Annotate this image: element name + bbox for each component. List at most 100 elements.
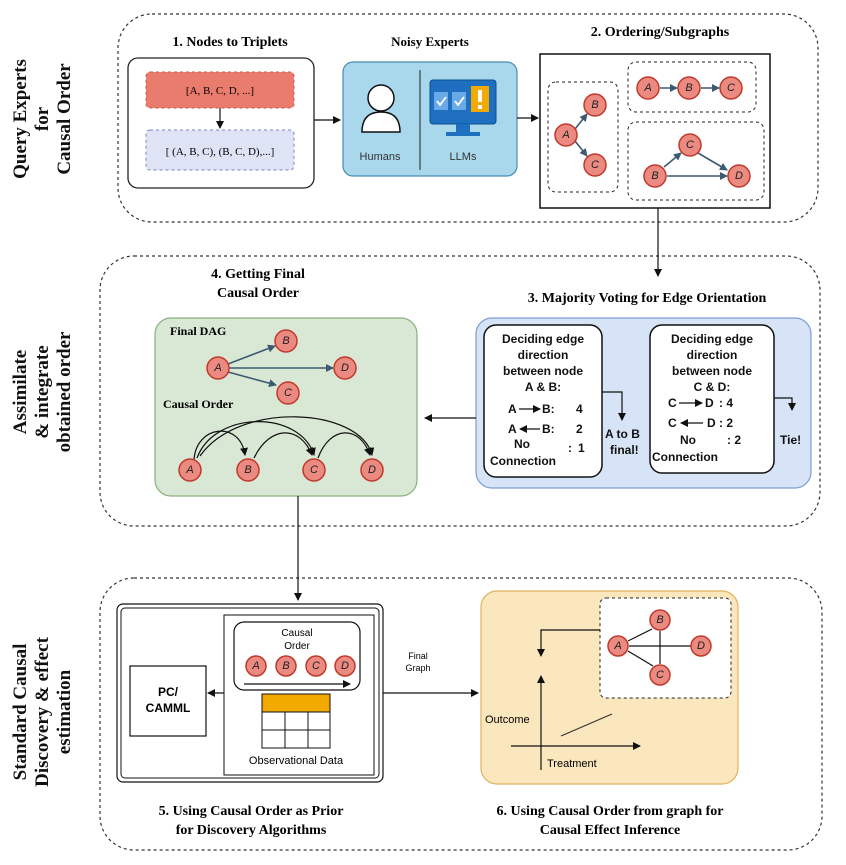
- svg-text:: 4: : 4: [719, 396, 733, 410]
- svg-text:No: No: [514, 437, 530, 451]
- section-label-assimilate: Assimilate & integrate obtained order: [10, 331, 75, 452]
- svg-text:A: A: [508, 402, 517, 416]
- svg-text:D: D: [341, 660, 349, 672]
- svg-text:C: C: [284, 387, 292, 399]
- svg-text:Deciding edge: Deciding edge: [502, 332, 584, 346]
- svg-text:D: D: [705, 396, 714, 410]
- llm-monitor-icon: [429, 79, 497, 136]
- svg-text:1: 1: [578, 441, 585, 455]
- svg-text:between node: between node: [672, 364, 752, 378]
- order-node-b: B: [236, 458, 260, 482]
- svg-text:B: B: [244, 464, 251, 476]
- svg-text:D: D: [707, 416, 716, 430]
- svg-text:4: 4: [576, 402, 583, 416]
- step1-title: 1. Nodes to Triplets: [172, 35, 288, 50]
- sg1-node-a: A: [554, 123, 578, 147]
- final-dag-label: Final DAG: [170, 324, 226, 338]
- step4-title-2: Causal Order: [217, 286, 299, 301]
- svg-text:estimation: estimation: [54, 669, 75, 754]
- svg-text:C: C: [686, 139, 694, 151]
- effect-node-d: D: [690, 635, 712, 657]
- svg-text:A: A: [251, 660, 259, 672]
- svg-text:C: C: [668, 396, 677, 410]
- svg-text:B: B: [651, 170, 658, 182]
- svg-text:Causal: Causal: [281, 628, 312, 639]
- section-label-standard: Standard Causal Discovery & effect estim…: [10, 636, 75, 786]
- step4-title-1: 4. Getting Final: [211, 267, 305, 282]
- svg-text:B: B: [282, 335, 289, 347]
- effect-node-c: C: [649, 664, 671, 686]
- svg-text:B: B: [282, 660, 289, 672]
- sg2-node-c: C: [719, 76, 743, 100]
- step5-caption-2: for Discovery Algorithms: [176, 823, 327, 838]
- svg-text:A to B: A to B: [605, 427, 640, 441]
- svg-text:C: C: [591, 159, 599, 171]
- prior-node-c: C: [305, 655, 327, 677]
- svg-text:Discovery & effect: Discovery & effect: [32, 636, 53, 786]
- svg-text:D: D: [735, 170, 743, 182]
- svg-text:direction: direction: [687, 348, 738, 362]
- algo-box: [129, 665, 207, 737]
- svg-text:C & D:: C & D:: [694, 380, 731, 394]
- svg-text:: 2: : 2: [719, 416, 733, 430]
- observational-data-table: [261, 693, 331, 749]
- svg-text:B: B: [685, 82, 692, 94]
- sg3-node-b: B: [643, 164, 667, 188]
- step6-caption-2: Causal Effect Inference: [540, 823, 681, 838]
- dag-node-b: B: [274, 329, 298, 353]
- sg2-node-b: B: [677, 76, 701, 100]
- effect-graph-box: [599, 597, 732, 699]
- svg-text:A: A: [643, 82, 651, 94]
- svg-text:B: B: [656, 614, 663, 626]
- svg-text:Causal Order: Causal Order: [54, 63, 75, 175]
- section-label-query: Query Experts for Causal Order: [10, 59, 75, 179]
- effect-line: [560, 713, 613, 737]
- experts-title: Noisy Experts: [391, 34, 469, 49]
- svg-text:obtained order: obtained order: [54, 331, 75, 452]
- svg-text:C: C: [310, 464, 318, 476]
- svg-text:A: A: [613, 640, 621, 652]
- causal-order-box: [233, 621, 361, 691]
- treatment-label: Treatment: [547, 758, 597, 770]
- triplets-text: [ (A, B, C), (B, C, D),...]: [166, 146, 274, 158]
- svg-text:2: 2: [576, 422, 583, 436]
- nodes-list-box: [145, 71, 295, 109]
- svg-text:C: C: [668, 416, 677, 430]
- prior-node-d: D: [334, 655, 356, 677]
- svg-text:between node: between node: [503, 364, 583, 378]
- observational-data-label: Observational Data: [249, 755, 344, 767]
- svg-text:final!: final!: [610, 443, 639, 457]
- effect-node-b: B: [649, 609, 671, 631]
- algo-label-2: CAMML: [146, 701, 191, 715]
- svg-text:B:: B:: [542, 402, 555, 416]
- order-node-d: D: [360, 458, 384, 482]
- humans-label: Humans: [360, 151, 401, 163]
- svg-text:Tie!: Tie!: [780, 433, 801, 447]
- svg-text:Connection: Connection: [490, 454, 556, 468]
- svg-text:A: A: [213, 362, 221, 374]
- svg-text:D: D: [368, 464, 376, 476]
- sg1-node-c: C: [583, 153, 607, 177]
- svg-text:Final: Final: [408, 651, 428, 661]
- step6-caption-1: 6. Using Causal Order from graph for: [497, 804, 724, 819]
- svg-text:A: A: [508, 422, 517, 436]
- svg-text:D: D: [697, 640, 705, 652]
- svg-text:A & B:: A & B:: [525, 380, 561, 394]
- svg-text:D: D: [341, 362, 349, 374]
- dag-node-a: A: [206, 356, 230, 380]
- svg-text:C: C: [727, 82, 735, 94]
- step2-title: 2. Ordering/Subgraphs: [591, 25, 730, 40]
- svg-text:Graph: Graph: [405, 663, 430, 673]
- prior-node-a: A: [245, 655, 267, 677]
- voting-card-ab: [483, 324, 603, 478]
- svg-text:Deciding edge: Deciding edge: [671, 332, 753, 346]
- step3-title: 3. Majority Voting for Edge Orientation: [528, 291, 767, 306]
- voting-card-cd: [649, 324, 775, 474]
- svg-text:for: for: [32, 106, 53, 131]
- section-standard-causal: [99, 577, 823, 851]
- svg-text:C: C: [656, 669, 664, 681]
- sg3-node-d: D: [727, 164, 751, 188]
- svg-text:B: B: [591, 99, 598, 111]
- svg-text:No: No: [680, 433, 696, 447]
- dag-node-d: D: [333, 356, 357, 380]
